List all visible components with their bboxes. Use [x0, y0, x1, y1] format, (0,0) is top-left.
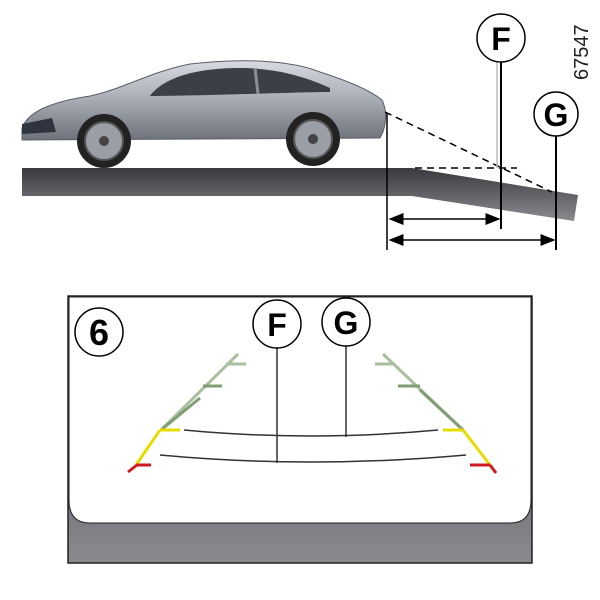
car-illustration	[21, 60, 387, 168]
parking-guide-left	[127, 352, 246, 474]
screen-label-f: F	[267, 307, 287, 343]
figure-id: 67547	[571, 24, 593, 80]
distance-line-g	[183, 429, 439, 437]
parking-guide-right	[375, 352, 498, 474]
side-view: F G 67547	[21, 13, 593, 250]
camera-sight-line	[384, 111, 553, 193]
ground-slope	[22, 168, 578, 221]
screen-label-g: G	[334, 305, 359, 341]
side-label-f: F	[491, 21, 511, 57]
side-label-g: G	[544, 97, 569, 133]
camera-screen-view: 6 F G	[67, 295, 533, 564]
distance-line-f	[159, 454, 467, 463]
callout-6: 6	[89, 312, 109, 353]
